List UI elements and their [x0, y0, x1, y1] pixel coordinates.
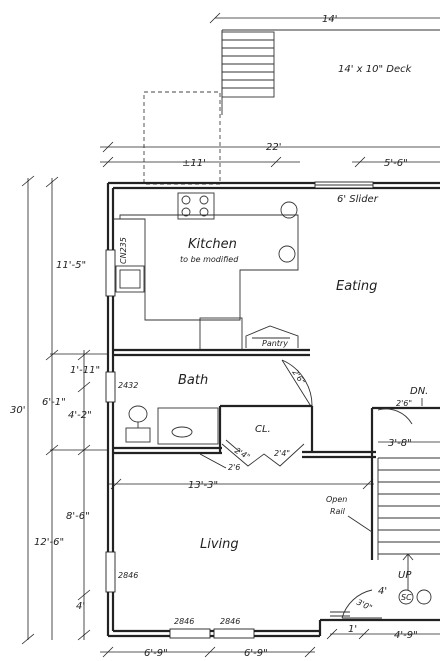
- dim-living-width: 13'-3": [188, 480, 218, 491]
- dim-stair-width: 3'-8": [388, 438, 412, 449]
- closet-label: CL.: [255, 424, 271, 435]
- living-window-left: [105, 551, 116, 593]
- dim-deck-width: 14': [322, 14, 337, 25]
- bath-label: Bath: [178, 373, 208, 388]
- toilet: [125, 405, 151, 443]
- refrigerator: [199, 317, 243, 351]
- closet-door-label-1: 2'4": [233, 446, 251, 462]
- closet-door-label-2: 2'4": [274, 449, 290, 458]
- smoke-detector-label: SC: [401, 593, 412, 602]
- bar-stool: [278, 245, 296, 263]
- dim-kitchen-width: ±11': [182, 158, 206, 169]
- living-window-bottom-1: [169, 628, 211, 639]
- living-window-left-label: 2846: [118, 571, 138, 580]
- entry-door-swing: [341, 589, 382, 619]
- dim-overall-depth: 30': [10, 405, 25, 416]
- open-rail-label-2: Rail: [330, 507, 346, 516]
- living-window-bottom-1-label: 2846: [174, 617, 194, 626]
- bath-door-swing: [281, 359, 313, 409]
- stair-door-label: 2'6": [396, 399, 412, 408]
- kitchen-note: to be modified: [180, 255, 239, 264]
- dim-bath-depth: 6'-1": [42, 397, 66, 408]
- living-width-dim: 13'-3": [108, 478, 374, 491]
- living: Living 2846 2846 2846: [105, 537, 255, 639]
- deck: 14' x 10" Deck: [221, 29, 440, 115]
- vanity: [157, 407, 219, 445]
- entry: 3'0" 4' SC: [330, 586, 432, 619]
- living-window-bottom-2-label: 2846: [220, 617, 240, 626]
- living-label: Living: [200, 537, 239, 552]
- interior-wall-living: [113, 446, 376, 459]
- bath: 2432 Bath 2'6": [105, 359, 314, 452]
- eating-label: Eating: [336, 279, 377, 294]
- dim-kitchen-depth: 11'-5": [56, 260, 86, 271]
- dim-living-sub: 8'-6": [66, 511, 90, 522]
- dim-overall-width: 22': [266, 142, 281, 153]
- stairs: UP DN. 2'6" 3'-8" Open Rail: [326, 386, 440, 590]
- interior-wall-bath: [113, 348, 310, 357]
- kitchen: CN235 Kitchen to be modified Pantry: [105, 192, 299, 351]
- top-dimensions: 14' 22' ±11' 5'-6": [100, 12, 440, 169]
- stair-down-label: DN.: [410, 386, 428, 397]
- bath-window: [105, 371, 116, 403]
- dim-entry-gap2: 4': [378, 586, 387, 597]
- kitchen-window-label: CN235: [119, 237, 128, 264]
- slider-door: 6' Slider: [314, 181, 379, 205]
- pantry: Pantry: [245, 325, 299, 348]
- dim-bath-inner: 4'-2": [68, 410, 92, 421]
- entry-door-label: 3'0": [355, 598, 373, 613]
- open-rail-label-1: Open: [326, 495, 347, 504]
- smoke-detector: SC: [398, 589, 432, 605]
- bottom-dimensions: 6'-9" 6'-9" 1' 4'-9": [100, 624, 440, 659]
- dim-living-depth: 12'-6": [34, 537, 64, 548]
- dim-hall-depth: 1'-11": [70, 365, 100, 376]
- slider-label: 6' Slider: [337, 194, 379, 205]
- dashed-outline: [143, 91, 221, 185]
- living-window-bottom-2: [213, 628, 255, 639]
- dim-living-bottom: 4': [76, 601, 85, 612]
- dim-bottom-left: 6'-9": [144, 648, 168, 659]
- bath-window-label: 2432: [118, 381, 138, 390]
- dim-bottom-right: 4'-9": [394, 630, 418, 641]
- stove: [177, 192, 215, 220]
- kitchen-window: [105, 249, 116, 297]
- closet-door-label-3: 2'6: [228, 463, 240, 472]
- dim-bottom-mid: 6'-9": [244, 648, 268, 659]
- deck-stairs: [221, 31, 275, 98]
- bar-stool: [280, 201, 298, 219]
- deck-label: 14' x 10" Deck: [338, 64, 413, 75]
- stair-up-label: UP: [398, 570, 412, 581]
- dim-entry-gap: 1': [348, 624, 357, 635]
- left-dimensions: 30' 11'-5" 6'-1" 12'-6" 1'-11" 4'-2" 8'-…: [10, 175, 108, 645]
- pantry-label: Pantry: [262, 339, 288, 348]
- kitchen-label: Kitchen: [188, 237, 237, 252]
- kitchen-sink: [115, 265, 145, 293]
- dim-slider-offset: 5'-6": [384, 158, 408, 169]
